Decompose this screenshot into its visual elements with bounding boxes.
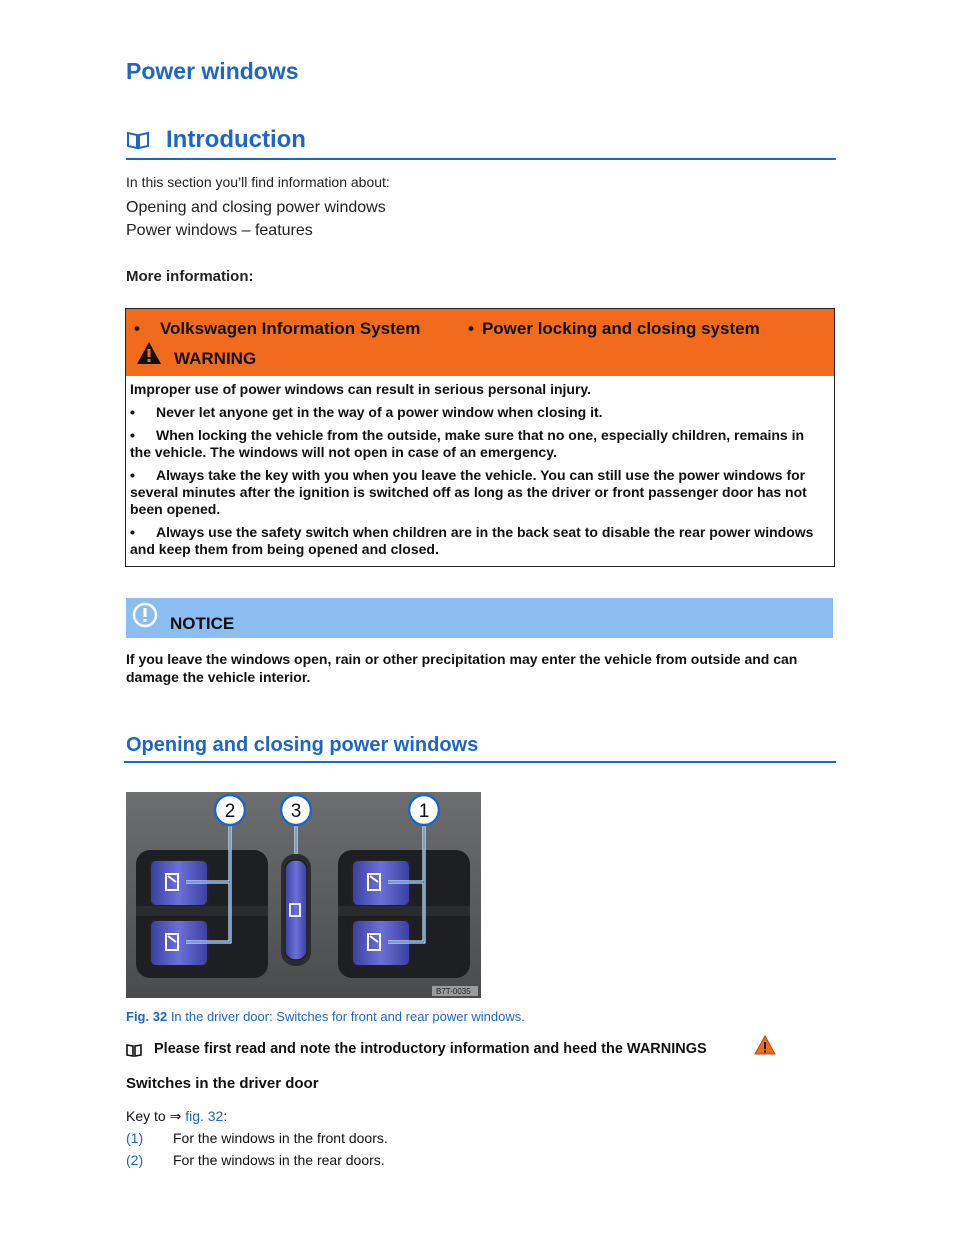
link-volkswagen-information-system[interactable]: •Volkswagen Information System xyxy=(134,319,421,338)
key-prefix: Key to ⇒ xyxy=(126,1108,186,1124)
bullet-icon: • xyxy=(130,524,135,540)
callout-1: 1 xyxy=(407,793,441,827)
read-first-text: Please first read and note the introduct… xyxy=(154,1041,707,1057)
warning-box: •Volkswagen Information System •Power lo… xyxy=(125,308,835,567)
warning-label: WARNING xyxy=(174,349,257,368)
warning-item: •Always use the safety switch when child… xyxy=(130,524,814,557)
warning-triangle-icon[interactable] xyxy=(754,1035,776,1055)
section-heading: Opening and closing power windows xyxy=(126,734,479,756)
warning-header: •Volkswagen Information System •Power lo… xyxy=(126,309,834,376)
figure-link[interactable]: fig. 32 xyxy=(185,1108,224,1124)
key-description: For the windows in the front doors. xyxy=(173,1130,388,1146)
notice-text: If you leave the windows open, rain or o… xyxy=(126,651,798,685)
link-power-locking[interactable]: •Power locking and closing system xyxy=(468,319,760,338)
bullet-icon: • xyxy=(134,319,140,338)
warning-item: •Never let anyone get in the way of a po… xyxy=(130,404,603,420)
callout-3: 3 xyxy=(279,793,313,827)
warning-triangle-icon xyxy=(137,342,161,364)
key-number: (2) xyxy=(126,1152,144,1168)
bullet-icon: • xyxy=(468,319,474,338)
key-description: For the windows in the rear doors. xyxy=(173,1152,385,1168)
notice-header: NOTICE xyxy=(126,598,833,638)
section-heading-bar: Opening and closing power windows xyxy=(124,734,836,763)
intro-lead: In this section you’ll find information … xyxy=(126,174,390,190)
warning-item: •Always take the key with you when you l… xyxy=(130,467,807,517)
notice-label: NOTICE xyxy=(170,614,235,633)
callout-3-label: 3 xyxy=(291,801,302,822)
book-icon xyxy=(126,1044,142,1057)
bullet-icon: • xyxy=(130,467,135,483)
key-number: (1) xyxy=(126,1130,144,1146)
figure-code: B7T-0035 xyxy=(436,987,471,996)
key-suffix: : xyxy=(223,1108,228,1124)
warning-body: Improper use of power windows can result… xyxy=(130,381,826,564)
exclamation-circle-icon xyxy=(132,602,158,628)
bullet-icon: • xyxy=(130,404,135,420)
callout-2: 2 xyxy=(213,793,247,827)
figure-caption-text: In the driver door: Switches for front a… xyxy=(170,1009,525,1024)
callout-1-label: 1 xyxy=(419,801,430,822)
book-icon xyxy=(127,131,149,150)
page-title: Power windows xyxy=(126,58,299,84)
key-line: Key to ⇒ fig. 32: xyxy=(126,1108,227,1125)
bullet-icon: • xyxy=(130,427,135,443)
intro-link-features[interactable]: Power windows – features xyxy=(126,222,313,239)
intro-heading-bar: Introduction xyxy=(126,126,836,160)
more-info-label: More information: xyxy=(126,268,254,285)
figure-label: Fig. 32 xyxy=(126,1009,168,1024)
warning-item: •When locking the vehicle from the outsi… xyxy=(130,427,805,460)
intro-heading: Introduction xyxy=(166,126,306,153)
intro-link-opening[interactable]: Opening and closing power windows xyxy=(126,199,386,216)
subheading-driver-door: Switches in the driver door xyxy=(126,1075,319,1092)
window-switches-figure: 2 3 1 B7T-0035 xyxy=(126,792,481,998)
figure-caption: Fig. 32 In the driver door: Switches for… xyxy=(126,1009,525,1024)
callout-2-label: 2 xyxy=(225,801,236,822)
warning-intro: Improper use of power windows can result… xyxy=(130,381,592,397)
